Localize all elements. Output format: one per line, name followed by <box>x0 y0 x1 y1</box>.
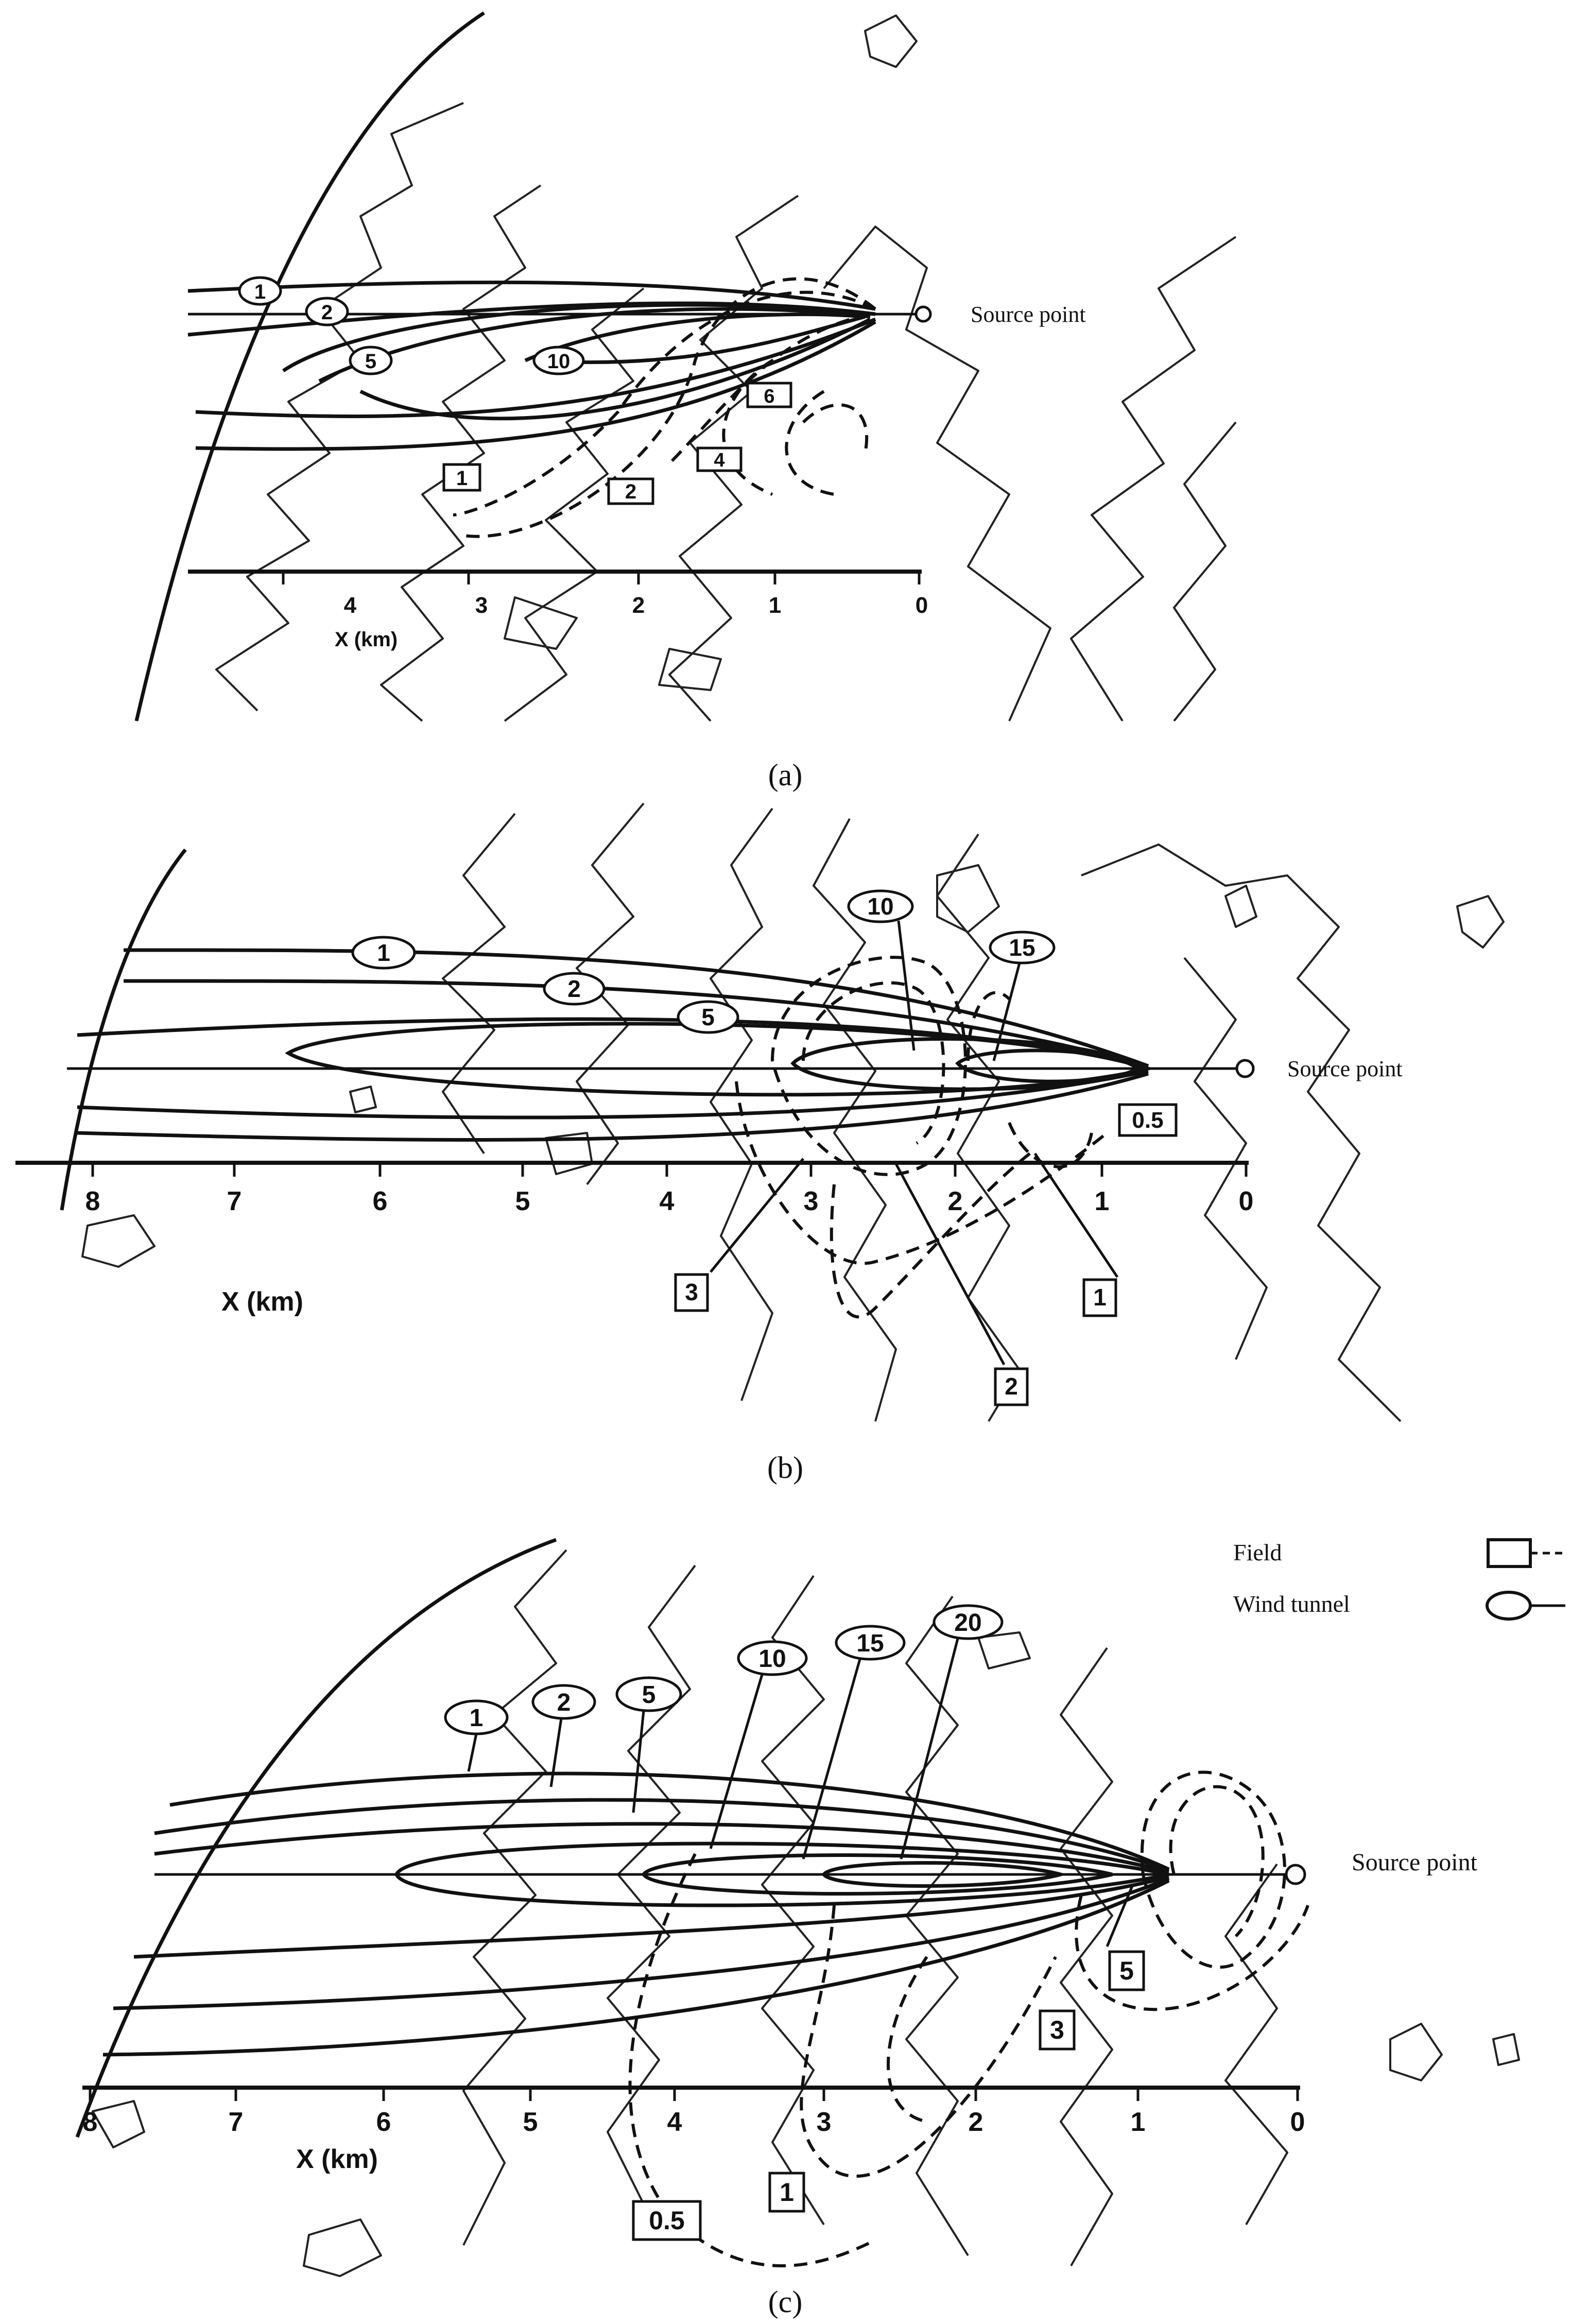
field-label-c-5: 5 <box>1119 1956 1134 1985</box>
x-tick-b-7: 7 <box>227 1186 242 1216</box>
x-tick-b-3: 3 <box>804 1186 819 1216</box>
x-tick-c-7: 7 <box>229 2107 244 2137</box>
x-tick-c-6: 6 <box>376 2107 391 2137</box>
field-label-c-0-5: 0.5 <box>649 2206 685 2235</box>
x-tick-c-1: 1 <box>1131 2107 1146 2137</box>
x-tick-c-3: 3 <box>817 2107 832 2137</box>
field-labels-a: 1 2 4 6 <box>442 382 792 505</box>
wind-tunnel-label-b-1: 1 <box>377 939 390 966</box>
field-label-b-3: 3 <box>685 1279 698 1305</box>
x-tick-a-4: 4 <box>344 593 357 618</box>
source-point-b <box>1235 1059 1255 1078</box>
wind-tunnel-labels-a: 1 2 5 10 <box>238 276 585 375</box>
wind-tunnel-contours-c <box>102 1771 1170 2057</box>
x-axis-ticks-c: 8 7 6 5 4 3 2 1 0 <box>83 2088 1305 2137</box>
source-point-label-a: Source point <box>971 302 1086 327</box>
source-point-label-b: Source point <box>1287 1056 1403 1081</box>
wind-tunnel-label-c-2: 2 <box>557 1689 571 1716</box>
x-tick-b-2: 2 <box>948 1186 963 1216</box>
x-tick-c-2: 2 <box>969 2107 983 2137</box>
x-tick-b-1: 1 <box>1095 1186 1110 1216</box>
wind-tunnel-label-b-2: 2 <box>567 975 581 1002</box>
x-tick-c-4: 4 <box>667 2107 682 2137</box>
field-label-b-1: 1 <box>1093 1284 1107 1311</box>
x-tick-a-3: 3 <box>475 593 488 618</box>
field-label-b-0-5: 0.5 <box>1132 1108 1163 1133</box>
x-axis-ticks-b: 8 7 6 5 4 3 2 1 0 <box>85 1163 1254 1216</box>
domain-boundary-b <box>60 848 187 1211</box>
x-tick-b-8: 8 <box>85 1186 100 1216</box>
panel-a: Source point 1 2 <box>134 11 1237 792</box>
field-label-c-3: 3 <box>1050 2016 1064 2044</box>
terrain-contours-b <box>81 802 1505 1422</box>
legend-wind-tunnel-label: Wind tunnel <box>1233 1591 1350 1617</box>
wind-tunnel-label-a-1: 1 <box>254 281 266 303</box>
field-labels-c: 5 3 1 0.5 <box>632 1950 1145 2241</box>
terrain-contours-a <box>215 14 1237 722</box>
x-axis-label-c: X (km) <box>296 2144 378 2174</box>
legend-wind-tunnel-ellipse <box>1486 1591 1532 1621</box>
x-tick-a-2: 2 <box>632 593 645 618</box>
wind-tunnel-labels-c: 1 2 5 10 15 20 <box>444 1604 1004 1735</box>
field-contours-a <box>453 277 876 538</box>
domain-boundary-a <box>134 11 485 721</box>
wind-tunnel-label-c-15: 15 <box>856 1630 884 1657</box>
wind-tunnel-label-c-10: 10 <box>758 1645 786 1673</box>
x-tick-b-0: 0 <box>1239 1186 1254 1216</box>
x-tick-b-5: 5 <box>515 1186 530 1216</box>
source-point-a <box>914 305 932 323</box>
wind-tunnel-label-b-5: 5 <box>701 1004 715 1030</box>
x-tick-b-4: 4 <box>660 1186 675 1216</box>
x-axis-ticks-a: 4 3 2 1 0 <box>282 572 928 618</box>
caption-b: (b) <box>767 1451 803 1485</box>
caption-c: (c) <box>768 2285 803 2319</box>
wind-tunnel-contours-a <box>187 280 876 451</box>
panel-b: Source point 1 2 5 10 <box>15 802 1505 1485</box>
field-labels-b: 0.5 3 2 1 <box>674 1103 1178 1406</box>
leader-lines-c <box>467 1638 1134 1947</box>
x-tick-c-8: 8 <box>83 2107 98 2137</box>
x-tick-b-6: 6 <box>373 1186 388 1216</box>
leader-lines-b <box>710 920 1119 1366</box>
source-point-label-c: Source point <box>1352 1849 1478 1876</box>
field-label-c-1: 1 <box>780 2178 794 2207</box>
domain-boundary-c <box>75 1538 557 2138</box>
x-axis-label-a: X (km) <box>335 628 398 651</box>
wind-tunnel-labels-b: 1 2 5 10 15 <box>351 889 1056 1034</box>
x-tick-a-0: 0 <box>916 593 928 618</box>
source-point-c <box>1285 1864 1306 1885</box>
wind-tunnel-label-a-10: 10 <box>547 350 571 373</box>
wind-tunnel-contours-b <box>77 948 1155 1142</box>
wind-tunnel-label-c-5: 5 <box>642 1681 656 1709</box>
field-label-a-6: 6 <box>764 386 774 407</box>
field-contours-b <box>735 955 1108 1319</box>
field-contours-c <box>628 1770 1309 2267</box>
legend: Field Wind tunnel <box>1233 1538 1565 1621</box>
wind-tunnel-label-c-1: 1 <box>470 1705 484 1732</box>
wind-tunnel-label-b-10: 10 <box>867 893 893 920</box>
panel-c: Source point 1 2 5 <box>75 1538 1520 2319</box>
caption-a: (a) <box>768 758 803 792</box>
x-tick-c-0: 0 <box>1290 2107 1305 2137</box>
wind-tunnel-label-a-5: 5 <box>365 350 376 373</box>
wind-tunnel-label-a-2: 2 <box>321 301 333 324</box>
legend-field-label: Field <box>1233 1539 1282 1565</box>
x-axis-label-b: X (km) <box>221 1287 303 1317</box>
field-label-b-2: 2 <box>1005 1373 1018 1400</box>
x-tick-a-1: 1 <box>769 593 781 618</box>
x-tick-c-5: 5 <box>523 2107 538 2137</box>
field-label-a-1: 1 <box>456 467 468 490</box>
legend-field-box <box>1487 1538 1532 1568</box>
wind-tunnel-label-c-20: 20 <box>954 1609 981 1637</box>
wind-tunnel-label-b-15: 15 <box>1009 934 1035 961</box>
field-label-a-4: 4 <box>714 450 724 471</box>
field-label-a-2: 2 <box>625 480 636 503</box>
